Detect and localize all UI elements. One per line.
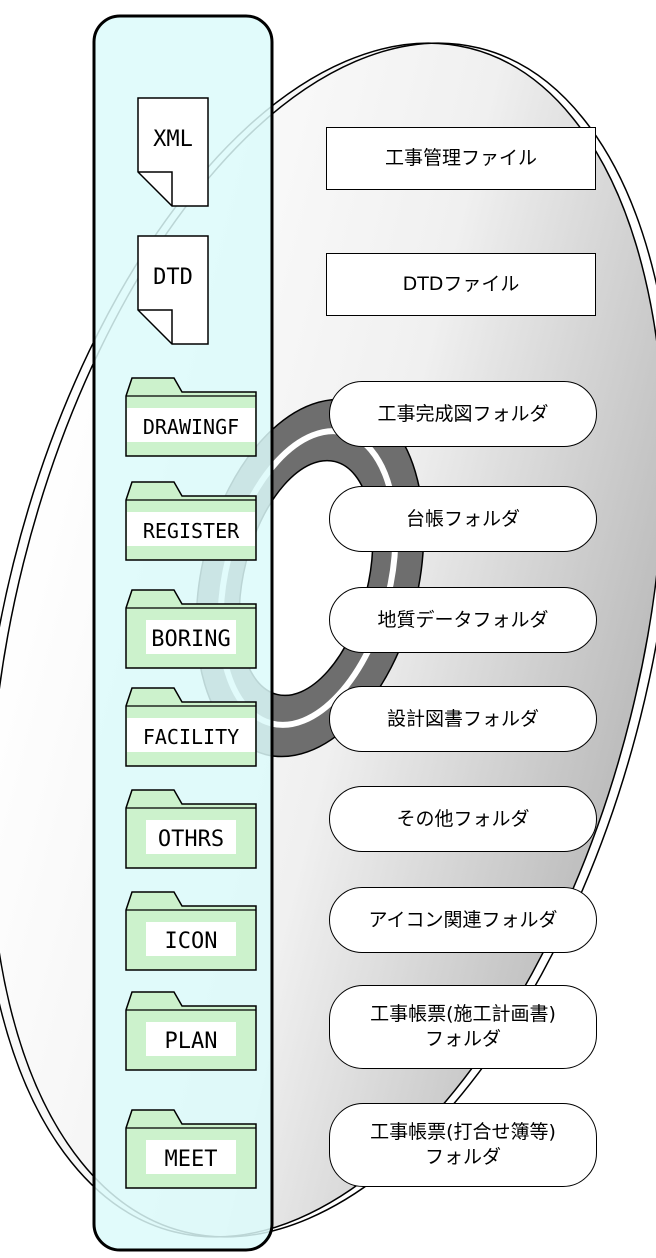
folder-register: REGISTER bbox=[125, 481, 257, 561]
file-name: DTD bbox=[153, 265, 193, 290]
folder-name-plate bbox=[146, 820, 236, 854]
label-facility-folder: 設計図書フォルダ bbox=[329, 686, 597, 752]
folder-othrs: OTHRS bbox=[125, 789, 257, 869]
folder-drawingf: DRAWINGF bbox=[125, 377, 257, 457]
folder-facility: FACILITY bbox=[125, 687, 257, 767]
document-icon bbox=[137, 97, 209, 207]
label-plan-folder: 工事帳票(施工計画書) フォルダ bbox=[329, 985, 597, 1069]
file-dtd: DTD bbox=[137, 235, 209, 345]
label-register-folder: 台帳フォルダ bbox=[329, 486, 597, 552]
folder-name-plate bbox=[146, 1022, 236, 1056]
folder-name: REGISTER bbox=[143, 519, 240, 543]
label-othrs-folder: その他フォルダ bbox=[329, 786, 597, 852]
folder-name: FACILITY bbox=[143, 725, 239, 749]
folder-name: BORING bbox=[151, 627, 230, 652]
folder-name: ICON bbox=[165, 929, 218, 954]
label-drawingf-folder: 工事完成図フォルダ bbox=[329, 381, 597, 447]
folder-name: DRAWINGF bbox=[143, 415, 239, 439]
folder-name: OTHRS bbox=[158, 827, 224, 852]
folder-name-plate bbox=[127, 718, 255, 752]
folder-plan: PLAN bbox=[125, 991, 257, 1071]
label-icon-folder: アイコン関連フォルダ bbox=[329, 887, 597, 953]
folder-name: PLAN bbox=[165, 1029, 218, 1054]
folder-name-plate bbox=[146, 922, 236, 956]
label-boring-folder: 地質データフォルダ bbox=[329, 587, 597, 653]
folder-boring: BORING bbox=[125, 589, 257, 669]
folder-name-plate bbox=[127, 512, 255, 546]
label-meet-folder: 工事帳票(打合せ簿等) フォルダ bbox=[329, 1103, 597, 1187]
file-xml: XML bbox=[137, 97, 209, 207]
folder-name-plate bbox=[146, 620, 236, 654]
folder-meet: MEET bbox=[125, 1109, 257, 1189]
page-fold bbox=[138, 309, 173, 344]
folder-name: MEET bbox=[165, 1147, 218, 1172]
folder-name-plate bbox=[127, 408, 255, 442]
label-dtd-file: DTDファイル bbox=[326, 253, 596, 316]
document-icon bbox=[137, 235, 209, 345]
file-name: XML bbox=[153, 127, 193, 152]
folder-name-plate bbox=[146, 1140, 236, 1174]
label-construction-management-file: 工事管理ファイル bbox=[326, 127, 596, 190]
page-fold bbox=[138, 171, 173, 206]
folder-icon: ICON bbox=[125, 891, 257, 971]
